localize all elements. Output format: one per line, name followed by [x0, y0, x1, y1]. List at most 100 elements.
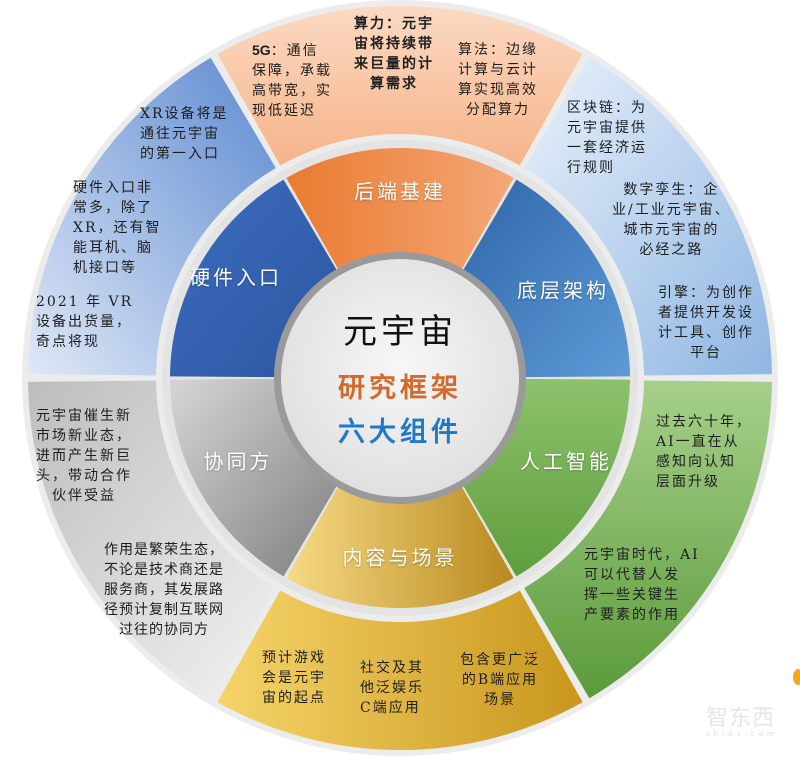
- note-line: 区块链：为: [567, 100, 647, 116]
- note-line: 会是元宇: [262, 670, 326, 686]
- note-line: 包含更广泛: [460, 652, 540, 668]
- note-social-c-end: 社交及其 他泛娱乐 C端应用: [360, 658, 424, 718]
- note-line: AI一直在从: [656, 434, 740, 450]
- note-line: 行规则: [567, 160, 615, 176]
- note-line: ：通信: [270, 43, 319, 59]
- note-computing-power: 算力：元宇 宙将持续带 来巨量的计 算需求: [354, 14, 434, 94]
- note-line: 不论是技术商还是: [104, 562, 224, 578]
- note-keyword: 5G: [252, 42, 271, 58]
- note-line: 社交及其: [360, 660, 424, 676]
- note-line: 过去六十年，: [656, 414, 752, 430]
- note-line: 城市元宇宙的: [623, 222, 720, 238]
- inner-sector-partners: [170, 378, 340, 577]
- note-ai-history: 过去六十年， AI一直在从 感知向认知 层面升级: [656, 412, 752, 492]
- note-line: 进而产生新巨: [36, 448, 132, 464]
- note-5g: 5G：通信 保障，承载 高带宽，实 现低延迟: [252, 40, 332, 121]
- note-line: 保障，承载: [252, 63, 332, 79]
- note-line: 现低延迟: [252, 103, 316, 119]
- center-subtitle-components: 六大组件: [338, 417, 462, 448]
- note-line: 伙伴受益: [52, 488, 116, 504]
- note-line: 2021 年 VR: [36, 294, 134, 310]
- inner-sector-backend: [286, 147, 514, 274]
- outer-sectors: [28, 5, 772, 750]
- note-line: 产要素的作用: [584, 607, 680, 623]
- inner-sector-hardware: [170, 179, 340, 378]
- note-line: XR设备将是: [140, 106, 229, 122]
- note-line: 平台: [690, 345, 722, 361]
- note-line: 元宇宙时代，AI: [584, 547, 700, 563]
- center-circle: [281, 259, 519, 497]
- note-line: 层面升级: [656, 474, 720, 490]
- note-line: 者提供开发设: [658, 305, 754, 321]
- note-line: 算法：边缘: [458, 42, 538, 58]
- note-line: 机接口等: [73, 260, 137, 276]
- note-line: 一套经济运: [567, 140, 647, 156]
- note-line: 硬件入口非: [73, 180, 153, 196]
- watermark-logo: 智东西 zhidx.com: [706, 700, 778, 738]
- note-line: 分配算力: [466, 102, 530, 118]
- inner-sectors: [170, 147, 630, 608]
- note-line: 设备出货量，: [36, 314, 132, 330]
- note-b-end: 包含更广泛 的B端应用 场景: [460, 650, 540, 710]
- outer-sector-backend: [217, 5, 583, 166]
- note-line: 计工具、创作: [658, 325, 754, 341]
- note-line: 服务商，其发展路: [104, 582, 224, 598]
- note-line: 预计游戏: [262, 650, 326, 666]
- inner-sector-infrastructure: [460, 179, 630, 378]
- note-line: 业/工业元宇宙、: [612, 202, 731, 218]
- note-line: 过往的协同方: [119, 622, 209, 638]
- outer-sector-ai: [524, 380, 772, 699]
- note-line: 能耳机、脑: [73, 240, 153, 256]
- outer-sector-hardware: [28, 57, 276, 376]
- note-line: 算实现高效: [458, 82, 538, 98]
- note-line: C端应用: [360, 700, 421, 716]
- note-line: 奇点将现: [36, 334, 100, 350]
- segment-label-hardware: 硬件入口: [190, 265, 282, 290]
- note-line: 挥一些关键生: [584, 587, 680, 603]
- watermark-text: 智东西: [706, 706, 776, 731]
- note-line: 场景: [484, 692, 516, 708]
- note-line: 算需求: [370, 76, 418, 92]
- note-xr-entry: XR设备将是 通往元宇宙 的第一入口: [140, 104, 229, 164]
- note-line: 通往元宇宙: [140, 126, 220, 142]
- note-line: 作用是繁荣生态，: [104, 542, 224, 558]
- note-ai-metaverse: 元宇宙时代，AI 可以代替人发 挥一些关键生 产要素的作用: [584, 545, 700, 625]
- note-line: 来巨量的计: [354, 56, 434, 72]
- note-blockchain: 区块链：为 元宇宙提供 一套经济运 行规则: [567, 98, 647, 178]
- note-line: 必经之路: [639, 242, 704, 258]
- segment-label-content: 内容与场景: [342, 545, 458, 570]
- note-line: 他泛娱乐: [360, 680, 424, 696]
- note-line: XR，还有智: [73, 220, 162, 236]
- note-line: 可以代替人发: [584, 567, 680, 583]
- outer-sector-infrastructure: [524, 57, 772, 376]
- note-line: 常多，除了: [73, 200, 153, 216]
- note-gaming: 预计游戏 会是元宇 宙的起点: [262, 648, 326, 708]
- center-title: 元宇宙: [343, 312, 457, 352]
- center-subtitle-framework: 研究框架: [338, 373, 462, 404]
- note-ecosystem: 作用是繁荣生态， 不论是技术商还是 服务商，其发展路 径预计复制互联网 过往的协…: [104, 540, 224, 640]
- note-hardware-entries: 硬件入口非 常多，除了 XR，还有智 能耳机、脑 机接口等: [73, 178, 162, 278]
- note-line: 宙的起点: [262, 690, 326, 706]
- inner-sector-content: [286, 482, 514, 608]
- note-line: 的第一入口: [140, 146, 220, 162]
- outer-sector-partners: [28, 380, 276, 699]
- segment-label-backend: 后端基建: [354, 179, 446, 204]
- decorative-dot: [793, 669, 800, 685]
- note-line: 头，带动合作: [36, 468, 132, 484]
- note-line: 高带宽，实: [252, 83, 332, 99]
- note-engine: 引擎：为创作 者提供开发设 计工具、创作 平台: [658, 283, 754, 363]
- note-line: 算力：元宇: [354, 16, 434, 32]
- inner-sector-ai: [460, 378, 630, 577]
- segment-label-ai: 人工智能: [520, 449, 612, 474]
- watermark-subtext: zhidx.com: [706, 730, 778, 738]
- note-line: 感知向认知: [656, 454, 736, 470]
- note-line: 宙将持续带: [354, 36, 434, 52]
- segment-label-partners: 协同方: [203, 449, 273, 474]
- note-line: 径预计复制互联网: [104, 602, 224, 618]
- segment-label-infrastructure: 底层架构: [517, 278, 609, 303]
- note-line: 数字孪生：企: [623, 182, 720, 198]
- note-line: 引擎：为创作: [658, 285, 754, 301]
- note-line: 的B端应用: [461, 672, 539, 688]
- note-line: 市场新业态，: [36, 428, 132, 444]
